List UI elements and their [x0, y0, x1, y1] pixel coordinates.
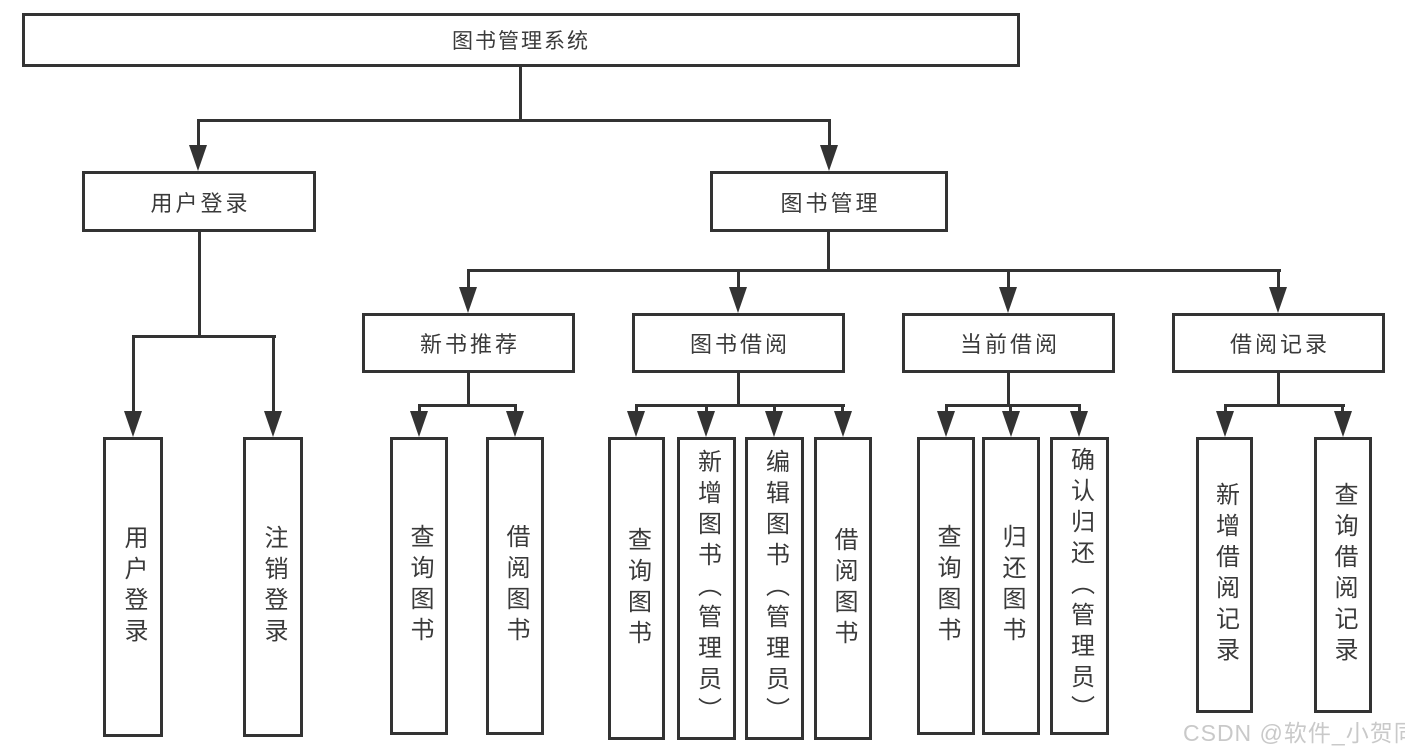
arrow-down-icon	[124, 411, 142, 437]
leaf-label: 归还图书	[998, 524, 1025, 648]
node-new-book-recommend: 新书推荐	[362, 313, 575, 373]
connector-bookmgmt-drop	[1007, 269, 1010, 291]
arrow-down-icon	[729, 287, 747, 313]
connector-root-bar	[197, 119, 831, 122]
connector-userlogin-stem	[198, 232, 201, 336]
leaf-edit-book-admin: 编辑图书（管理员）	[745, 437, 804, 740]
connector-borrow-drop	[773, 404, 776, 414]
node-current-borrow-label: 当前借阅	[959, 332, 1060, 357]
arrow-down-icon	[264, 411, 282, 437]
connector-bookmgmt-drop	[1277, 269, 1280, 291]
connector-records-drop	[1341, 404, 1344, 414]
connector-borrow-stem	[737, 373, 740, 406]
node-book-borrow-label: 图书借阅	[689, 332, 790, 357]
connector-current-bar	[945, 404, 1081, 407]
connector-userlogin-bar	[132, 335, 276, 338]
leaf-add-borrow-record: 新增借阅记录	[1196, 437, 1253, 713]
connector-bookmgmt-drop	[737, 269, 740, 291]
connector-records-drop	[1224, 404, 1227, 414]
leaf-label: 借阅图书	[830, 526, 857, 651]
arrow-down-icon	[189, 145, 207, 171]
connector-bookmgmt-bar	[467, 269, 1281, 272]
arrow-down-icon	[410, 411, 428, 437]
arrow-down-icon	[1002, 411, 1020, 437]
leaf-label: 查询图书	[406, 524, 433, 648]
leaf-user-login: 用户登录	[103, 437, 163, 737]
leaf-query-books: 查询图书	[390, 437, 448, 735]
leaf-confirm-return-admin: 确认归还（管理员）	[1050, 437, 1109, 735]
connector-bookmgmt-stem	[827, 232, 830, 272]
arrow-down-icon	[506, 411, 524, 437]
connector-borrow-bar	[635, 404, 845, 407]
node-root: 图书管理系统	[22, 13, 1020, 67]
leaf-return-books: 归还图书	[982, 437, 1040, 735]
connector-root-stem	[519, 67, 522, 120]
leaf-label: 注销登录	[260, 525, 287, 649]
node-borrow-records-label: 借阅记录	[1229, 332, 1330, 357]
connector-newbook-drop	[514, 404, 517, 414]
arrow-down-icon	[765, 411, 783, 437]
connector-borrow-drop	[841, 404, 844, 414]
arrow-down-icon	[1070, 411, 1088, 437]
leaf-label: 查询图书	[933, 524, 960, 648]
leaf-label: 新增借阅记录	[1211, 482, 1239, 668]
node-book-borrow: 图书借阅	[632, 313, 845, 373]
leaf-query-books: 查询图书	[917, 437, 975, 735]
node-new-book-recommend-label: 新书推荐	[419, 332, 520, 357]
connector-current-drop	[945, 404, 948, 414]
leaf-query-borrow-record: 查询借阅记录	[1314, 437, 1372, 713]
connector-records-bar	[1224, 404, 1345, 407]
arrow-down-icon	[937, 411, 955, 437]
node-root-label: 图书管理系统	[452, 30, 590, 53]
arrow-down-icon	[1334, 411, 1352, 437]
leaf-label: 查询借阅记录	[1330, 482, 1357, 668]
connector-userlogin-drop	[272, 335, 275, 413]
leaf-label: 新增图书（管理员）	[693, 449, 721, 728]
arrow-down-icon	[627, 411, 645, 437]
connector-newbook-drop	[418, 404, 421, 414]
connector-borrow-drop	[635, 404, 638, 414]
node-user-login-label: 用户登录	[150, 190, 251, 216]
leaf-label: 用户登录	[120, 525, 147, 649]
leaf-label: 编辑图书（管理员）	[761, 449, 789, 728]
leaf-label: 查询图书	[623, 526, 651, 651]
leaf-label: 确认归还（管理员）	[1066, 446, 1094, 726]
connector-newbook-bar	[418, 404, 517, 407]
connector-current-drop	[1009, 404, 1012, 414]
node-borrow-records: 借阅记录	[1172, 313, 1385, 373]
arrow-down-icon	[459, 287, 477, 313]
arrow-down-icon	[1269, 287, 1287, 313]
arrow-down-icon	[820, 145, 838, 171]
node-book-management: 图书管理	[710, 171, 948, 232]
connector-bookmgmt-drop	[467, 269, 470, 291]
node-user-login: 用户登录	[82, 171, 316, 232]
arrow-down-icon	[1216, 411, 1234, 437]
connector-current-stem	[1007, 373, 1010, 406]
connector-current-drop	[1078, 404, 1081, 414]
leaf-label: 借阅图书	[502, 524, 529, 648]
arrow-down-icon	[834, 411, 852, 437]
arrow-down-icon	[697, 411, 715, 437]
connector-userlogin-drop	[132, 335, 135, 413]
connector-borrow-drop	[705, 404, 708, 414]
connector-root-left-drop	[197, 119, 200, 149]
csdn-watermark: CSDN @软件_小贺同学	[1183, 720, 1405, 746]
leaf-add-book-admin: 新增图书（管理员）	[677, 437, 736, 740]
connector-records-stem	[1277, 373, 1280, 406]
arrow-down-icon	[999, 287, 1017, 313]
leaf-logout: 注销登录	[243, 437, 303, 737]
leaf-query-books: 查询图书	[608, 437, 665, 740]
node-book-management-label: 图书管理	[780, 190, 881, 216]
leaf-borrow-books: 借阅图书	[486, 437, 544, 735]
node-current-borrow: 当前借阅	[902, 313, 1115, 373]
connector-root-right-drop	[828, 119, 831, 149]
connector-newbook-stem	[467, 373, 470, 406]
leaf-borrow-books: 借阅图书	[814, 437, 872, 740]
